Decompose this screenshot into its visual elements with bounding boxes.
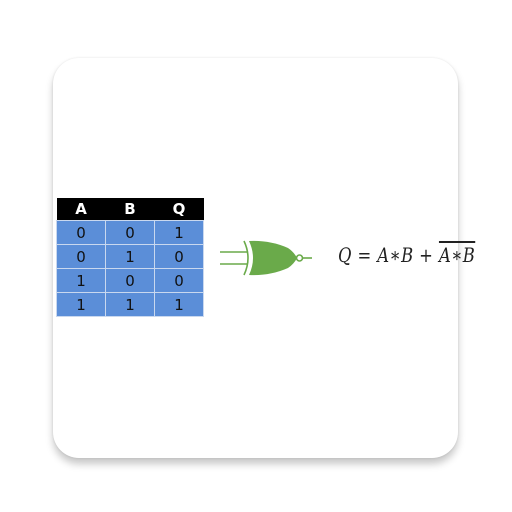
column-header-a: A [56, 198, 106, 221]
table-row: 0 1 0 [56, 244, 204, 269]
column-header-q: Q [154, 198, 204, 221]
formula-equals: = [351, 243, 378, 267]
formula-term-and: A∗B [377, 243, 414, 267]
table-cell: 0 [56, 244, 106, 269]
truth-table-header-row: A B Q [56, 198, 204, 221]
table-cell: 0 [105, 220, 155, 245]
table-row: 0 0 1 [56, 220, 204, 245]
table-cell: 0 [56, 220, 106, 245]
formula-plus: + [413, 243, 439, 267]
formula-output: Q [338, 243, 352, 267]
column-header-b: B [105, 198, 155, 221]
formula-term-nand: A∗B [438, 243, 476, 267]
boolean-formula: Q = A∗B + A∗B [338, 243, 475, 267]
gate-inversion-bubble [295, 254, 304, 262]
truth-table: A B Q 0 0 1 0 1 0 1 0 0 1 1 [56, 198, 204, 317]
table-cell: 1 [154, 292, 204, 317]
table-cell: 1 [105, 292, 155, 317]
xor-curve-line [243, 240, 249, 276]
table-cell: 1 [56, 292, 106, 317]
table-cell: 0 [154, 268, 204, 293]
gate-body [249, 240, 297, 276]
table-cell: 0 [105, 268, 155, 293]
table-cell: 1 [105, 244, 155, 269]
table-row: 1 1 1 [56, 292, 204, 317]
xnor-gate-icon [220, 240, 312, 276]
table-cell: 1 [154, 220, 204, 245]
table-row: 1 0 0 [56, 268, 204, 293]
table-cell: 0 [154, 244, 204, 269]
table-cell: 1 [56, 268, 106, 293]
